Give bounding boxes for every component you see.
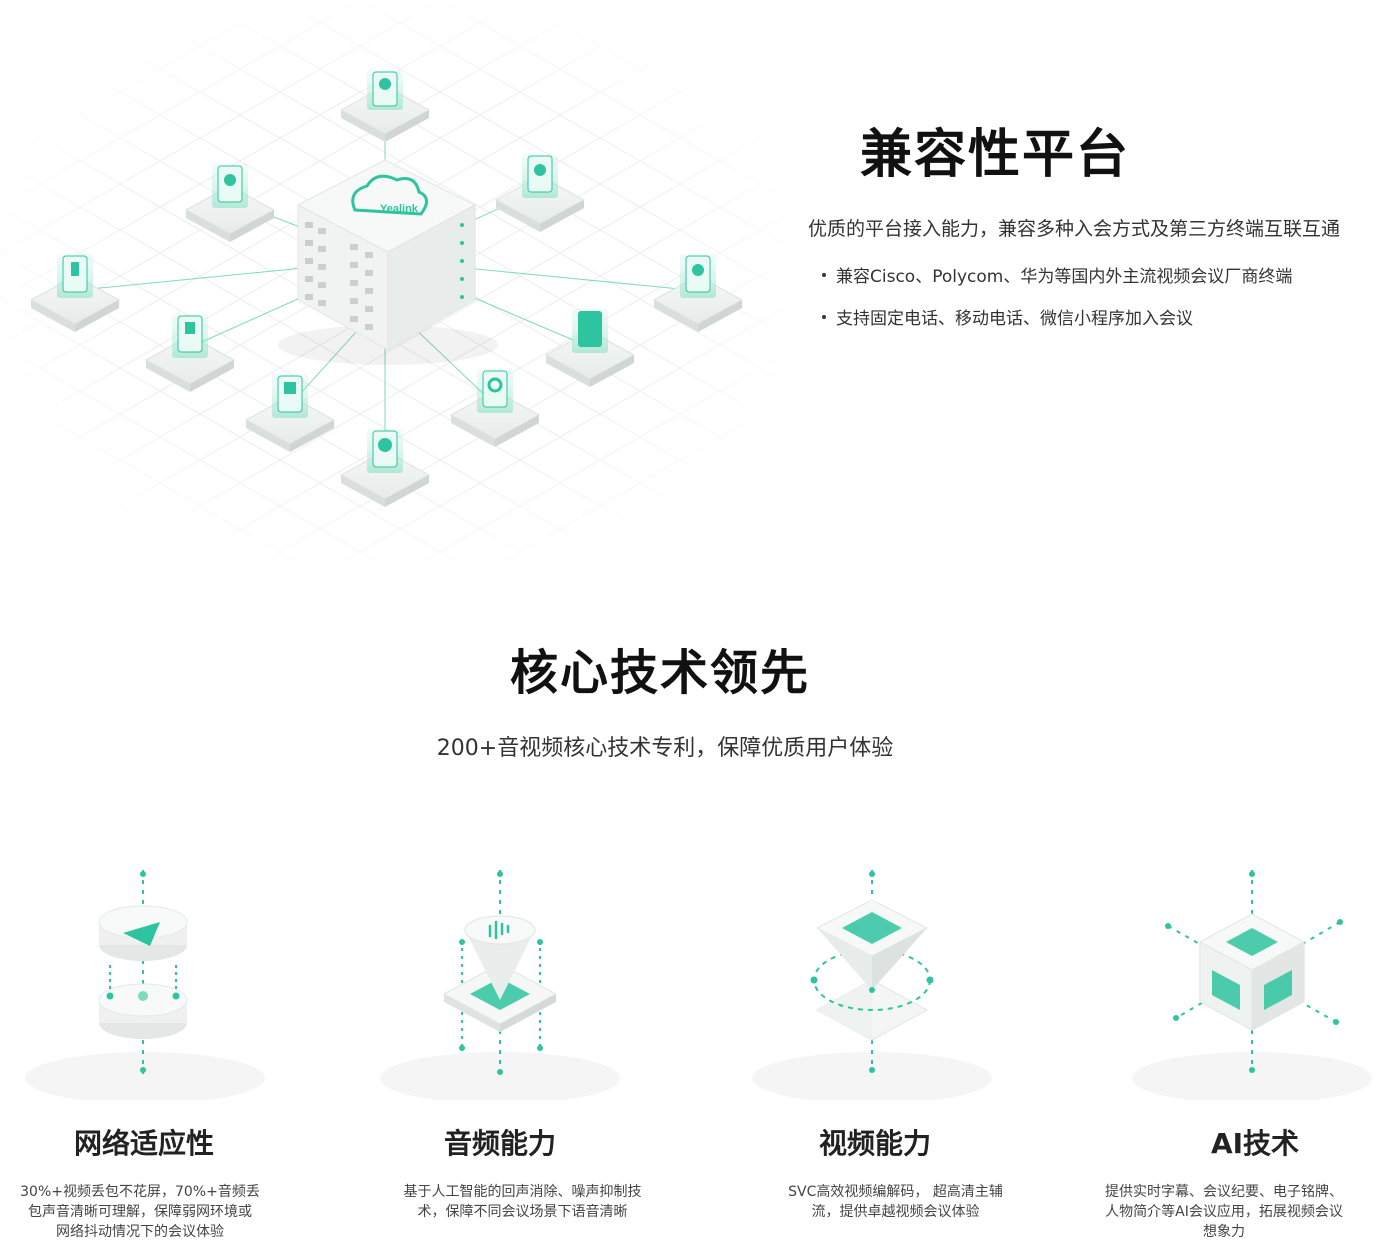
bullet-text: 兼容Cisco、Polycom、华为等国内外主流视频会议厂商终端 [836,267,1293,287]
feature-desc-line: 流，提供卓越视频会议体验 [811,1204,980,1220]
audio-capability-icon [380,870,620,1100]
hero-bullet-item: 兼容Cisco、Polycom、华为等国内外主流视频会议厂商终端 [822,262,1292,287]
feature-desc-line: 提供实时字幕、会议纪要、电子铭牌、 [1105,1184,1343,1200]
terminal-mobile [29,254,121,332]
bullet-dot-icon [822,273,826,277]
bullet-text: 支持固定电话、移动电话、微信小程序加入会议 [836,309,1193,329]
terminal-webchat [339,70,431,142]
feature-desc-audio: 基于人工智能的回声消除、噪声抑制技 术，保障不同会议场景下语音清晰 [380,1182,665,1222]
terminal-huawei [652,254,744,332]
network-adaptivity-icon [25,870,265,1100]
feature-title-video: 视频能力 [818,1127,931,1160]
hero-description: 优质的平台接入能力，兼容多种入会方式及第三方终端互联互通 [808,218,1341,240]
yealink-logo-text: Yealink [380,203,419,215]
feature-title-ai: AI技术 [1210,1127,1300,1160]
terminal-wechat [184,164,276,242]
terminal-lync [144,314,236,392]
feature-desc-ai: 提供实时字幕、会议纪要、电子铭牌、 人物简介等AI会议应用，拓展视频会议 想象力 [1088,1182,1360,1242]
feature-desc-line: 网络抖动情况下的会议体验 [56,1224,224,1240]
feature-title-network: 网络适应性 [73,1127,214,1160]
section-subtitle: 200+音视频核心技术专利，保障优质用户体验 [436,736,894,761]
ai-technology-icon [1132,870,1372,1100]
terminal-pstn [494,154,586,232]
hero-title: 兼容性平台 [860,125,1131,185]
video-capability-icon [752,870,992,1100]
bullet-dot-icon [822,315,826,319]
terminal-polycom [449,369,541,447]
compatibility-platform-illustration: Yealink [0,0,790,570]
section-title: 核心技术领先 [509,645,810,701]
feature-desc-line: 人物简介等AI会议应用，拓展视频会议 [1105,1204,1343,1220]
feature-desc-line: 想象力 [1203,1224,1245,1240]
cloud-server-icon: Yealink [278,159,498,365]
feature-desc-line: SVC高效视频编解码， 超高清主辅 [788,1184,1003,1200]
feature-desc-network: 30%+视频丢包不花屏，70%+音频丢 包声音清晰可理解，保障弱网环境或 网络抖… [10,1182,270,1242]
terminal-skype [339,429,431,507]
hero-bullet-item: 支持固定电话、移动电话、微信小程序加入会议 [822,304,1193,329]
feature-desc-line: 基于人工智能的回声消除、噪声抑制技 [403,1184,642,1200]
feature-desc-line: 包声音清晰可理解，保障弱网环境或 [28,1204,252,1220]
feature-desc-line: 30%+视频丢包不花屏，70%+音频丢 [20,1184,260,1200]
terminal-teams [244,374,336,452]
terminal-cisco [544,309,636,387]
feature-title-audio: 音频能力 [443,1127,556,1160]
feature-desc-video: SVC高效视频编解码， 超高清主辅 流，提供卓越视频会议体验 [758,1182,1033,1222]
feature-desc-line: 术，保障不同会议场景下语音清晰 [417,1204,628,1220]
